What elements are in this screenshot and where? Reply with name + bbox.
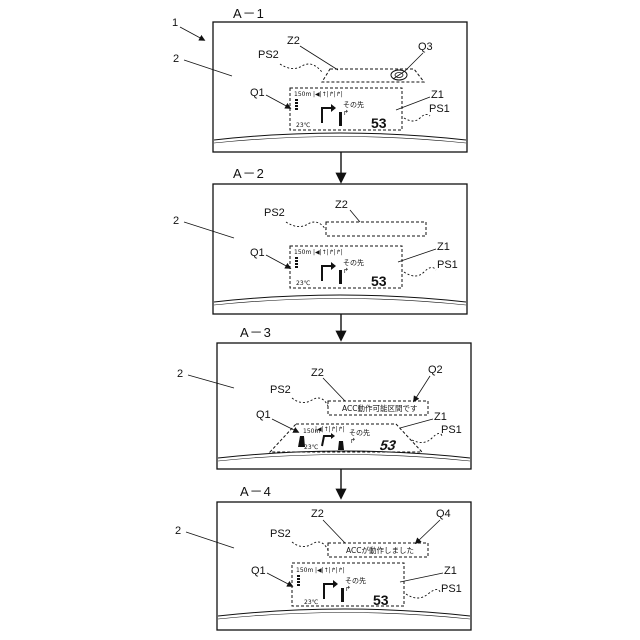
panel-a4-ps2-label: PS2 bbox=[270, 528, 291, 540]
panel-a4-lane-marks: |◀|↑|↱|↱| bbox=[315, 567, 345, 574]
panel-a4-progress-bar bbox=[341, 588, 344, 602]
panel-a3-z2-message: ACC動作可能区間です bbox=[342, 403, 417, 413]
panel-a1-lane-marks: |◀|↑|↱|↱| bbox=[313, 91, 343, 98]
panel-a1: A－1 2 Z2 Q3 PS2 150m |◀|↑|↱|↱| bbox=[173, 6, 467, 152]
panel-a1-q3-label: Q3 bbox=[418, 41, 433, 53]
panel-a3-ps2-label: PS2 bbox=[270, 384, 291, 396]
panel-a2-windshield-ref: 2 bbox=[173, 215, 179, 227]
figure-ref-arrow bbox=[180, 27, 204, 40]
panel-a2-q1-label: Q1 bbox=[250, 247, 265, 259]
panel-a3-lane-marks: |◀|↑|↱|↱| bbox=[315, 426, 345, 433]
panel-a4: A－4 2 ACCが動作しました Z2 Q4 PS2 150m |◀|↑|↱|↱… bbox=[175, 484, 471, 630]
panel-a2-lane-marks: |◀|↑|↱|↱| bbox=[313, 249, 343, 256]
panel-a2-z2-label: Z2 bbox=[335, 199, 348, 211]
panel-a3-z1-label: Z1 bbox=[434, 411, 447, 423]
panel-a3-next-arrow-icon: ↱ bbox=[350, 437, 356, 445]
panel-a2-distance: 150m bbox=[294, 249, 311, 256]
panel-a1-next-label: その先 bbox=[343, 100, 364, 109]
panel-a2: A－2 2 Z2 PS2 150m |◀|↑|↱|↱| その先 ↱ 23℃ 53… bbox=[173, 166, 467, 314]
panel-a3-temperature: 23℃ bbox=[304, 444, 319, 451]
panel-a1-ps1-label: PS1 bbox=[429, 103, 450, 115]
panel-a2-ps1-label: PS1 bbox=[437, 259, 458, 271]
panel-a4-windshield-ref: 2 bbox=[175, 525, 181, 537]
panel-a3-next-label: その先 bbox=[349, 428, 370, 437]
panel-a4-distance: 150m bbox=[296, 567, 313, 574]
panel-a2-next-label: その先 bbox=[343, 258, 364, 267]
panel-a4-title: A－4 bbox=[240, 484, 272, 499]
panel-a1-distance: 150m bbox=[294, 91, 311, 98]
panel-a2-next-arrow-icon: ↱ bbox=[343, 267, 349, 275]
panel-a4-next-label: その先 bbox=[345, 576, 366, 585]
panel-a1-z1-label: Z1 bbox=[431, 89, 444, 101]
panel-a1-windshield-ref: 2 bbox=[173, 53, 179, 65]
panel-a2-temperature: 23℃ bbox=[296, 280, 311, 287]
panel-a1-ps2-label: PS2 bbox=[258, 49, 279, 61]
panel-a1-speed: 53 bbox=[371, 115, 387, 131]
panel-a4-speed: 53 bbox=[373, 592, 389, 608]
panel-a3: A－3 2 ACC動作可能区間です Z2 Q2 PS2 150m |◀|↑|↱|… bbox=[177, 325, 471, 469]
panel-a2-ps2-label: PS2 bbox=[264, 207, 285, 219]
panel-a4-q4-label: Q4 bbox=[436, 508, 451, 520]
panel-a3-ps1-label: PS1 bbox=[441, 424, 462, 436]
panel-a2-title: A－2 bbox=[233, 166, 265, 181]
panel-a1-progress-bar bbox=[339, 112, 342, 126]
panel-a1-next-arrow-icon: ↱ bbox=[343, 109, 349, 117]
panel-a3-q2-label: Q2 bbox=[428, 364, 443, 376]
panel-a4-q1-label: Q1 bbox=[251, 565, 266, 577]
panel-a2-speed: 53 bbox=[371, 273, 387, 289]
panel-a3-q1-label: Q1 bbox=[256, 409, 271, 421]
panel-a2-progress-bar bbox=[339, 270, 342, 284]
panel-a2-z1-label: Z1 bbox=[437, 241, 450, 253]
panel-a1-title: A－1 bbox=[233, 6, 265, 21]
panel-a3-progress-bar bbox=[338, 441, 344, 450]
panel-a4-z2-label: Z2 bbox=[311, 508, 324, 520]
panel-a1-q1-label: Q1 bbox=[250, 87, 265, 99]
panel-a4-next-arrow-icon: ↱ bbox=[345, 585, 351, 593]
panel-a4-z2-message: ACCが動作しました bbox=[346, 545, 414, 555]
panel-a3-windshield-ref: 2 bbox=[177, 368, 183, 380]
panel-a1-temperature: 23℃ bbox=[296, 122, 311, 129]
panel-a3-z2-label: Z2 bbox=[311, 367, 324, 379]
panel-a1-z2-label: Z2 bbox=[287, 35, 300, 47]
panel-a4-ps1-label: PS1 bbox=[441, 583, 462, 595]
panel-a4-z1-label: Z1 bbox=[444, 565, 457, 577]
panel-a4-temperature: 23℃ bbox=[304, 599, 319, 606]
panel-a3-title: A－3 bbox=[240, 325, 272, 340]
figure-ref-numeral: 1 bbox=[172, 17, 178, 29]
